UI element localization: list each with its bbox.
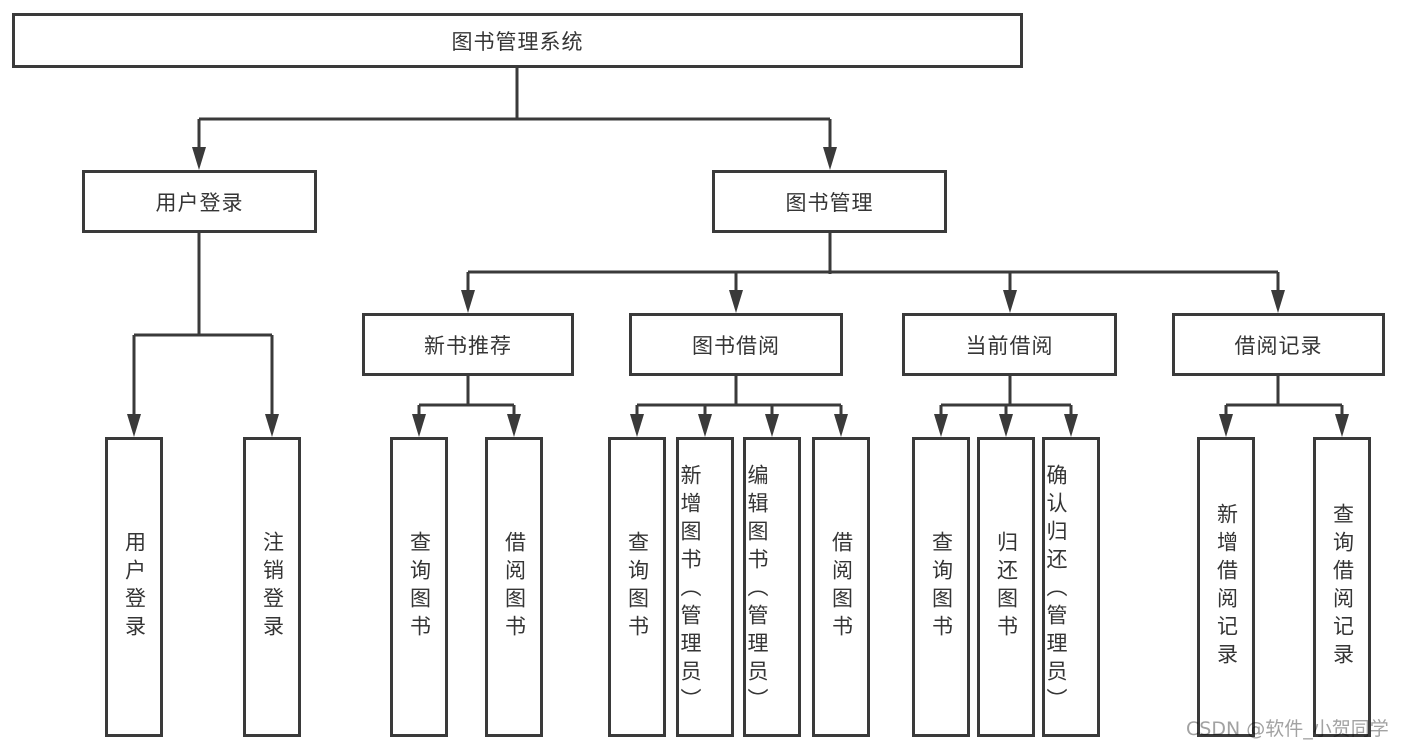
arrowhead-down-icon — [834, 414, 848, 437]
leaf-add-books-admin: 新增图书（管理员） — [676, 437, 734, 737]
leaf-label: 注销登录 — [260, 531, 285, 643]
leaf-label: 借阅图书 — [502, 531, 527, 643]
leaf-label: 新增图书（管理员） — [678, 463, 702, 716]
leaf-return-books: 归还图书 — [977, 437, 1035, 737]
leaf-query-books-recommend: 查询图书 — [390, 437, 448, 737]
node-user-login-label: 用户登录 — [155, 190, 244, 215]
leaf-label: 查询图书 — [407, 531, 432, 643]
leaf-label: 归还图书 — [994, 531, 1019, 643]
node-current-borrow-label: 当前借阅 — [965, 333, 1054, 358]
arrowhead-down-icon — [823, 147, 837, 170]
node-current-borrow: 当前借阅 — [902, 313, 1117, 376]
leaf-borrow-books: 借阅图书 — [812, 437, 870, 737]
node-root: 图书管理系统 — [12, 13, 1023, 68]
leaf-label: 借阅图书 — [829, 531, 854, 643]
node-new-book-recommend-label: 新书推荐 — [424, 333, 512, 358]
node-new-book-recommend: 新书推荐 — [362, 313, 574, 376]
leaf-label: 确认归还（管理员） — [1044, 463, 1068, 716]
arrowhead-down-icon — [630, 414, 644, 437]
arrowhead-down-icon — [192, 147, 206, 170]
leaf-edit-books-admin: 编辑图书（管理员） — [743, 437, 801, 737]
arrowhead-down-icon — [412, 414, 426, 437]
leaf-query-books-borrow: 查询图书 — [608, 437, 666, 737]
node-book-management-label: 图书管理 — [785, 190, 874, 215]
arrowhead-down-icon — [765, 414, 779, 437]
arrowhead-down-icon — [698, 414, 712, 437]
arrowhead-down-icon — [265, 414, 279, 437]
node-borrow-records-label: 借阅记录 — [1234, 333, 1323, 358]
leaf-label: 查询图书 — [929, 531, 954, 643]
leaf-label: 编辑图书（管理员） — [745, 463, 769, 716]
leaf-confirm-return-admin: 确认归还（管理员） — [1042, 437, 1100, 737]
arrowhead-down-icon — [507, 414, 521, 437]
arrowhead-down-icon — [1064, 414, 1078, 437]
leaf-label: 查询图书 — [625, 531, 650, 643]
arrowhead-down-icon — [1271, 290, 1285, 313]
arrowhead-down-icon — [1219, 414, 1233, 437]
node-book-management: 图书管理 — [712, 170, 947, 233]
node-root-label: 图书管理系统 — [451, 29, 584, 54]
arrowhead-down-icon — [934, 414, 948, 437]
leaf-user-login: 用户登录 — [105, 437, 163, 737]
leaf-label: 新增借阅记录 — [1214, 503, 1239, 671]
node-user-login: 用户登录 — [82, 170, 317, 233]
node-book-borrow: 图书借阅 — [629, 313, 843, 376]
node-borrow-records: 借阅记录 — [1172, 313, 1385, 376]
node-book-borrow-label: 图书借阅 — [692, 333, 780, 358]
leaf-add-borrow-record: 新增借阅记录 — [1197, 437, 1255, 737]
watermark: CSDN @软件_小贺同学 — [1186, 718, 1389, 740]
arrowhead-down-icon — [127, 414, 141, 437]
arrowhead-down-icon — [729, 290, 743, 313]
leaf-logout: 注销登录 — [243, 437, 301, 737]
arrowhead-down-icon — [1335, 414, 1349, 437]
leaf-query-books-current: 查询图书 — [912, 437, 970, 737]
arrowhead-down-icon — [999, 414, 1013, 437]
leaf-borrow-books-recommend: 借阅图书 — [485, 437, 543, 737]
leaf-query-borrow-record: 查询借阅记录 — [1313, 437, 1371, 737]
arrowhead-down-icon — [461, 290, 475, 313]
leaf-label: 查询借阅记录 — [1330, 503, 1355, 671]
arrowhead-down-icon — [1003, 290, 1017, 313]
leaf-label: 用户登录 — [122, 531, 147, 643]
